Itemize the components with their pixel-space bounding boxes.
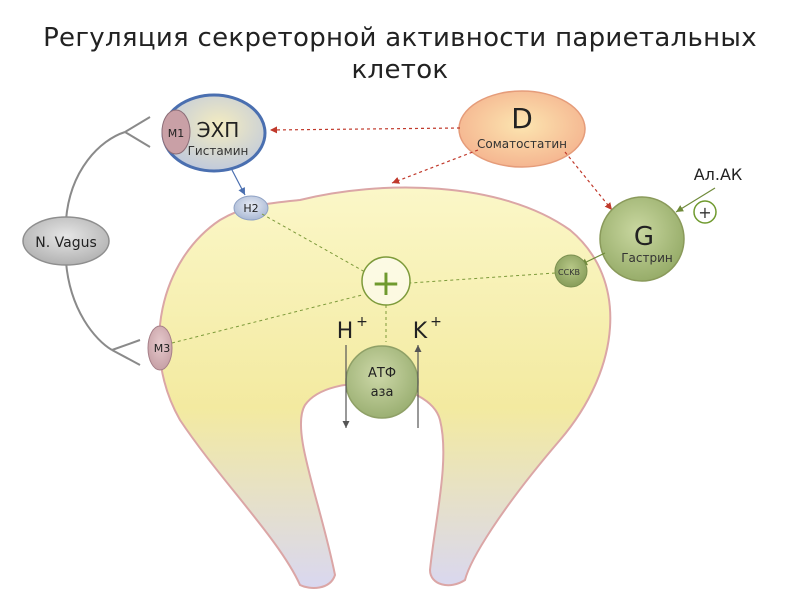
m3-receptor xyxy=(147,325,173,371)
atf-aza xyxy=(345,345,419,419)
title-line-1: Регуляция секреторной активности париета… xyxy=(43,23,757,53)
al-ak-label: Ал.АК xyxy=(694,165,743,184)
h-ion-charge: + xyxy=(356,314,368,330)
cckb-receptor xyxy=(554,254,588,288)
signal-lines xyxy=(171,213,556,344)
al-ak-plus-circle xyxy=(693,200,717,224)
vagus-branches xyxy=(65,116,151,366)
echp-label: ЭХП xyxy=(197,118,240,142)
al-ak-arrow xyxy=(675,187,716,213)
m1-receptor xyxy=(161,109,191,155)
k-ion-label: K xyxy=(413,319,428,344)
h2-receptor xyxy=(233,195,269,221)
d-letter: D xyxy=(511,102,533,135)
d-cell xyxy=(458,90,586,168)
diagram-title: Регуляция секреторной активности париета… xyxy=(40,22,760,86)
g-cell xyxy=(599,196,685,282)
k-ion-charge: + xyxy=(430,314,442,330)
m3-label: M3 xyxy=(154,342,171,355)
title-line-2: клеток xyxy=(351,55,449,85)
al-ak-plus: + xyxy=(698,203,711,222)
h-ion-label: H xyxy=(337,319,354,344)
cckb-label: CCKB xyxy=(558,268,580,277)
atf-line-2: аза xyxy=(371,385,394,400)
d-to-cell-arrow xyxy=(391,149,479,184)
d-to-g-arrow xyxy=(564,151,613,211)
somatostatin-label: Соматостатин xyxy=(477,137,567,151)
atf-line-1: АТФ xyxy=(368,366,396,381)
vagus-node xyxy=(22,216,110,266)
center-plus: + xyxy=(371,263,401,304)
center-plus-circle xyxy=(361,256,411,306)
m1-label: M1 xyxy=(168,127,185,140)
vagus-label: N. Vagus xyxy=(35,235,97,251)
gastrin-label: Гастрин xyxy=(621,251,673,265)
echp-to-h2-arrow xyxy=(231,169,246,196)
g-letter: G xyxy=(634,222,654,252)
h2-label: H2 xyxy=(243,202,258,215)
d-to-echp-arrow xyxy=(269,126,461,134)
histamine-label: Гистамин xyxy=(188,144,249,158)
